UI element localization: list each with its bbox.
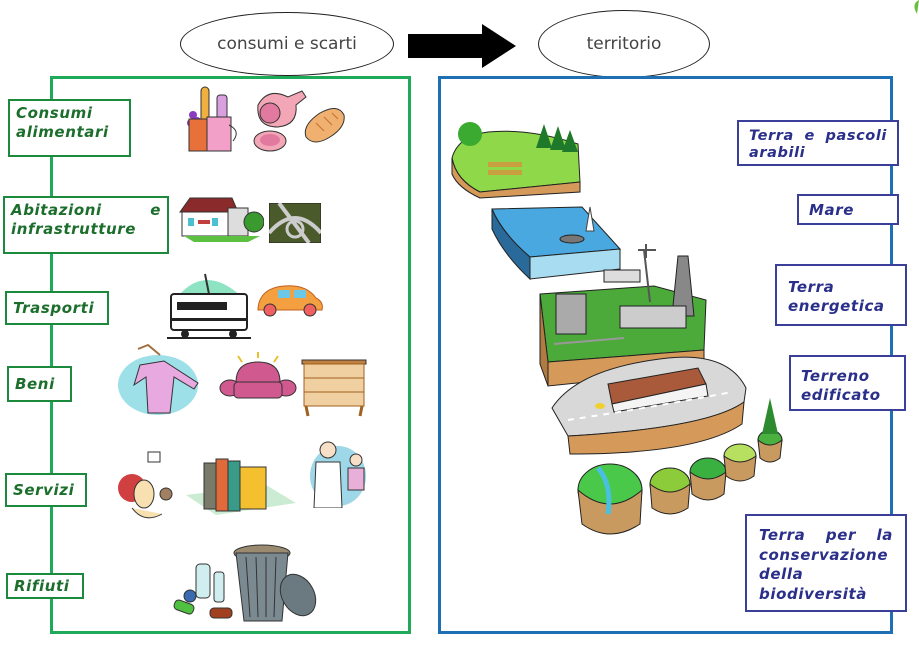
sea-tile xyxy=(491,206,622,281)
category-trasporti: Trasporti xyxy=(5,291,109,325)
tram-icon xyxy=(167,273,251,339)
recycling-waste-icon xyxy=(173,563,233,619)
category-label-line: Consumi xyxy=(16,104,93,122)
land-label-terra-pascoli: Terra e pascoli arabili xyxy=(737,120,899,166)
bread-icon xyxy=(304,108,345,143)
right-arrow-icon xyxy=(408,24,516,68)
doctor-icon xyxy=(310,441,366,508)
category-label-line: Trasporti xyxy=(13,299,95,317)
cropland-pasture-tile xyxy=(451,122,581,199)
car-icon xyxy=(257,285,323,317)
hairdresser-icon xyxy=(118,451,173,519)
category-rifiuti: Rifiuti xyxy=(6,573,84,599)
land-label-text: Terra per la conservazione della biodive… xyxy=(759,526,893,603)
highway-interchange-icon xyxy=(269,203,321,243)
territorio-ellipse-label: territorio xyxy=(586,34,662,54)
land-label-mare: Mare xyxy=(797,194,899,225)
category-servizi: Servizi xyxy=(5,473,87,507)
land-label-terreno-edificato: Terreno edificato xyxy=(789,355,906,411)
category-label-line: Servizi xyxy=(13,481,75,499)
consumption-panel xyxy=(50,76,411,634)
land-label-text: Terra energetica xyxy=(788,278,885,315)
category-label-line: Abitazioni e xyxy=(11,201,161,219)
category-label-line: Rifiuti xyxy=(14,577,70,595)
category-label-line: Beni xyxy=(15,375,55,393)
biodiversity-land-tiles xyxy=(577,398,783,535)
category-label-line: alimentari xyxy=(16,123,109,141)
land-label-text: Terreno edificato xyxy=(801,367,881,404)
books-icon xyxy=(186,458,296,515)
dresser-icon xyxy=(301,359,367,417)
sofa-icon xyxy=(219,352,297,399)
consumi-ellipse-label: consumi e scarti xyxy=(217,34,357,54)
trash-can-icon xyxy=(233,544,317,622)
sweater-icon xyxy=(118,343,199,415)
category-label-line: infrastrutture xyxy=(11,220,137,238)
land-label-text: Mare xyxy=(809,201,855,219)
land-label-biodiversita: Terra per la conservazione della biodive… xyxy=(745,514,907,612)
category-abitazioni: Abitazioni e infrastrutture xyxy=(3,196,169,254)
groceries-bag-icon xyxy=(187,86,237,152)
built-up-land-tile xyxy=(551,356,747,455)
consumi-ellipse: consumi e scarti xyxy=(180,12,394,76)
category-beni: Beni xyxy=(7,366,72,402)
category-consumi-alimentari: Consumi alimentari xyxy=(8,99,131,157)
leaf-decoration-icon xyxy=(914,0,919,14)
land-label-terra-energetica: Terra energetica xyxy=(775,264,907,326)
house-icon xyxy=(179,197,264,242)
territorio-ellipse: territorio xyxy=(538,10,710,78)
ham-icon xyxy=(253,90,307,152)
land-label-text: Terra e pascoli arabili xyxy=(749,128,887,161)
